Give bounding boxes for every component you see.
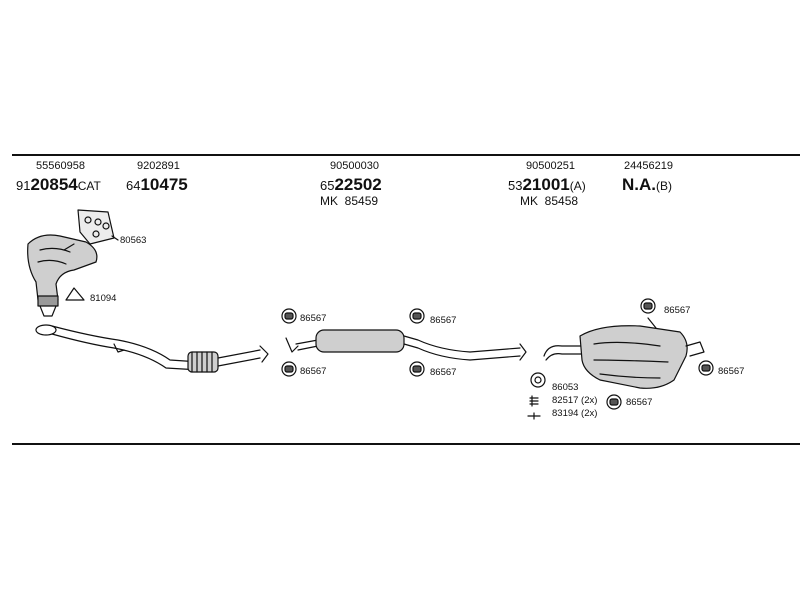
callout-81094: 81094: [90, 293, 117, 304]
bottom-rule: [12, 443, 800, 445]
ref-number-4: 90500251: [526, 160, 575, 172]
triangle-gasket-part: [65, 287, 85, 301]
ref-number-2: 9202891: [137, 160, 180, 172]
callout-86567-c: 86567: [430, 315, 457, 326]
part-number-2: 6410475: [126, 175, 188, 194]
callout-86567-e: 86567: [664, 305, 691, 316]
ref-number-3: 90500030: [330, 160, 379, 172]
mk-number-4: MK 85458: [520, 194, 579, 208]
callout-86567-f: 86567: [718, 366, 745, 377]
callout-86567-b: 86567: [300, 366, 327, 377]
top-rule: [12, 154, 800, 156]
ref-number-5: 24456219: [624, 160, 673, 172]
manifold-gasket-part: [77, 209, 119, 245]
callout-86567-g: 86567: [626, 397, 653, 408]
hardware-icons: [527, 372, 546, 420]
rubber-mount-icons: [281, 298, 714, 410]
callout-86567-a: 86567: [300, 313, 327, 324]
ref-number-1: 55560958: [36, 160, 85, 172]
callout-86567-d: 86567: [430, 367, 457, 378]
part-number-3: 6522502: [320, 175, 382, 194]
part-number-4: 5321001(A): [508, 175, 586, 194]
center-muffler-part: [285, 329, 527, 361]
front-pipe-part: [35, 324, 269, 373]
part-number-1: 9120854CAT: [16, 175, 101, 194]
callout-80563: 80563: [120, 235, 147, 246]
catalytic-manifold-part: [27, 234, 98, 317]
part-number-5: N.A.(B): [622, 175, 672, 194]
callout-82517: 82517 (2x): [552, 395, 598, 406]
callout-86053: 86053: [552, 382, 579, 393]
callout-83194: 83194 (2x): [552, 408, 598, 419]
rear-muffler-part: [543, 317, 705, 389]
mk-number-3: MK 85459: [320, 194, 379, 208]
